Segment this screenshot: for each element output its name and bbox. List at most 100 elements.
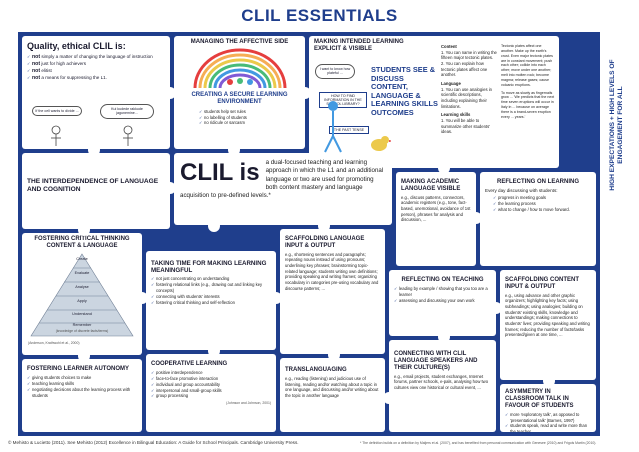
interdependence-heading: The interdependence of language and cogn…: [27, 178, 159, 193]
puzzle-knob: [438, 331, 450, 343]
asymmetry-heading: Asymmetry in classroom talk in favour of…: [505, 389, 574, 409]
puzzle-knob: [164, 182, 176, 194]
translanguaging-heading: Translanguaging: [285, 367, 347, 373]
reflect-learning-intro: Every day discussing with students:: [485, 187, 558, 193]
puzzle-knob: [328, 349, 340, 361]
meaningful-item: connecting with students' interests: [151, 294, 271, 300]
pyramid-level-create: Create: [76, 257, 88, 261]
scaffold-language-heading: Scaffolding language input & output: [285, 236, 365, 249]
puzzle-knob: [88, 144, 100, 156]
clil-definition-text: a dual-focused teaching and learning app…: [180, 159, 384, 200]
clil-is-title: CLIL is: [180, 159, 260, 186]
quality-list: not simply a matter of changing the lang…: [27, 54, 165, 82]
puzzle-knob: [78, 224, 90, 236]
cooperative-item: interpersonal and small-group skills: [151, 388, 271, 394]
cooperative-item: individual and group accountability: [151, 382, 271, 388]
piece-learner-autonomy: Fostering learner autonomy giving studen…: [22, 359, 142, 432]
puzzle-knob: [228, 144, 240, 156]
piece-quality: Quality, ethical CLIL is: not simply a m…: [22, 36, 170, 149]
piece-scaffolding-language: Scaffolding language input & output e.g.…: [280, 229, 385, 354]
student-figure-icon: [324, 101, 342, 153]
puzzle-knob: [318, 220, 330, 232]
piece-critical-thinking: Fostering critical thinking content & la…: [22, 233, 142, 355]
cooperative-item: group processing: [151, 393, 271, 399]
scaffold-content-text: e.g., using advance and other graphic or…: [505, 292, 590, 338]
poster-title: CLIL ESSENTIALS: [241, 6, 398, 25]
affective-item: no labelling of students: [199, 115, 300, 121]
puzzle-knob: [164, 87, 176, 99]
reflect-learning-item: progress in meeting goals: [493, 195, 591, 201]
quality-heading: Quality, ethical CLIL is:: [27, 41, 126, 51]
pyramid-caption: (knowledge of discrete facts/terms): [55, 329, 109, 333]
quality-item: not just for high achievers: [27, 61, 165, 68]
bloom-pyramid-icon: [30, 253, 134, 337]
translanguaging-text: e.g., reading (listening) and judicious …: [285, 375, 379, 398]
language-text: 1. You can use analogies in scientific d…: [441, 86, 492, 109]
piece-reflecting-learning: Reflecting on learning Every day discuss…: [480, 172, 596, 266]
pyramid-level-apply: Apply: [77, 299, 87, 303]
tectonic-box: Tectonic plates affect one another. Make…: [501, 44, 555, 162]
piece-cooperative-learning: Cooperative learning positive interdepen…: [146, 354, 276, 432]
autonomy-item: teaching learning skills: [27, 381, 137, 387]
cooperative-item: positive interdependence: [151, 370, 271, 376]
puzzle-knob: [78, 350, 90, 362]
puzzle-knob: [208, 220, 220, 232]
content-label: Content: [441, 44, 457, 49]
reflect-learning-heading: Reflecting on learning: [497, 179, 579, 185]
piece-asymmetry: Asymmetry in classroom talk in favour of…: [500, 384, 596, 432]
speech-bubble-estonian: Kui kudede rakkude jagunemine...: [100, 104, 154, 119]
piece-affective: Managing the affective side Creating a s…: [174, 36, 305, 149]
language-label: Language: [441, 81, 461, 87]
quality-item: not simply a matter of changing the lang…: [27, 54, 165, 61]
piece-intended-learning: Making intended learning explicit & visi…: [309, 36, 559, 168]
footer-citation: © Mehisto & Lucietto (2011). See Mehisto…: [8, 440, 299, 445]
puzzle-knob: [490, 302, 502, 314]
quality-item: not a means for suppressing the L1.: [27, 75, 165, 82]
quality-item: not elitist: [27, 68, 165, 75]
side-banner: High expectations + high levels of engag…: [604, 40, 630, 210]
piece-clil-definition: CLIL is a dual-focused teaching and lear…: [174, 153, 392, 225]
cooperative-item: face-to-face promotive interaction: [151, 376, 271, 382]
puzzle-knob: [299, 87, 311, 99]
pyramid-level-remember: Remember: [72, 323, 92, 327]
pyramid-level-evaluate: Evaluate: [74, 271, 90, 275]
piece-reflecting-teaching: Reflecting on teaching leading by exampl…: [389, 270, 496, 336]
reflect-teaching-list: leading by example / showing that you to…: [394, 286, 491, 304]
autonomy-item: giving students choices to make: [27, 375, 137, 381]
cooperative-citation: (Johnson and Johnson, 2001): [226, 401, 271, 406]
reflect-teaching-item: leading by example / showing that you to…: [394, 286, 491, 298]
puzzle-knob: [438, 162, 450, 174]
puzzle-knob: [136, 292, 148, 304]
skills-text: 1. You will be able to summarize other s…: [441, 118, 490, 135]
affective-list: students help set rules no labelling of …: [199, 109, 300, 127]
asymmetry-list: more 'exploratory talk', as opposed to '…: [505, 412, 591, 432]
puzzle-knob: [270, 292, 282, 304]
bird-icon: [371, 136, 391, 151]
connecting-heading: Connecting with CLIL language speakers a…: [394, 351, 478, 371]
teacher-figures-icon: [51, 125, 133, 146]
piece-scaffolding-content: Scaffolding content input & output e.g.,…: [500, 270, 596, 380]
autonomy-list: giving students choices to make teaching…: [27, 375, 137, 399]
tectonic-text: Tectonic plates affect one another. Make…: [501, 44, 553, 87]
meaningful-item: fostering critical thinking and self-ref…: [151, 300, 271, 306]
speech-bubble-english: If the cell wants to divide ...: [32, 106, 82, 117]
puzzle-knob: [543, 375, 555, 387]
pyramid-level-analyse: Analyse: [75, 285, 89, 289]
cooperative-list: positive interdependence face-to-face pr…: [151, 370, 271, 399]
pyramid-level-understand: Understand: [72, 312, 92, 316]
puzzle-knob: [470, 212, 482, 224]
sign-past-tense: The Past Tense: [329, 126, 369, 134]
skills-label: Learning skills: [441, 112, 471, 118]
reflect-teaching-heading: Reflecting on teaching: [401, 277, 484, 283]
affective-item: no ridicule or sarcasm: [199, 120, 300, 126]
autonomy-heading: Fostering learner autonomy: [27, 366, 130, 372]
asymmetry-item: students speak, read and write more than…: [505, 423, 591, 432]
meaningful-item: fostering relational links (e.g., drawin…: [151, 282, 271, 294]
piece-academic-language: Making academic language visible e.g., d…: [396, 172, 476, 266]
reflect-learning-item: what to change / how to move forward.: [493, 207, 591, 213]
thought-bubble: I want to know how plateful ...: [315, 64, 355, 79]
piece-connecting-speakers: Connecting with CLIL language speakers a…: [389, 340, 496, 432]
meaningful-list: not just concentrating on understanding …: [151, 276, 271, 305]
autonomy-item: negotiating decisions about the learning…: [27, 387, 137, 399]
reflect-teaching-item: assessing and discussing your own work: [394, 298, 491, 304]
